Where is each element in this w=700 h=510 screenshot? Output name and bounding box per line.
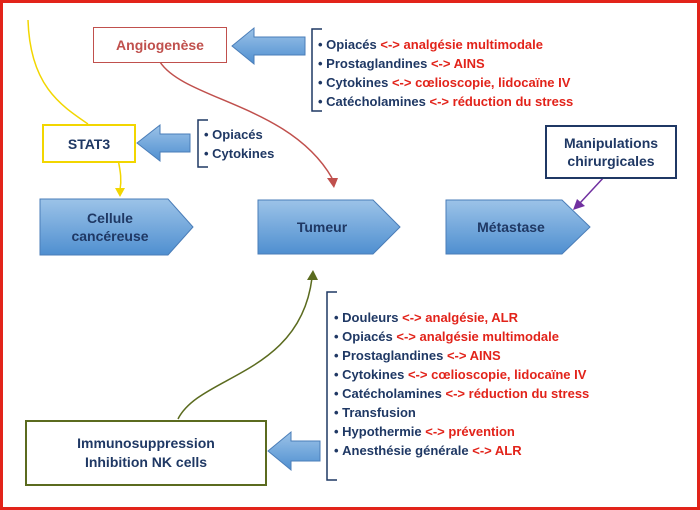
list-item: Catécholamines <-> réduction du stress xyxy=(318,92,573,111)
immuno-to-tumeur-line xyxy=(177,277,313,420)
stat3-box: STAT3 xyxy=(42,124,136,163)
immunosuppression-box: Immunosuppression Inhibition NK cells xyxy=(25,420,267,486)
brace-stat3 xyxy=(197,119,208,168)
cellule-label-line1: Cellule xyxy=(87,210,133,226)
list-item: Cytokines xyxy=(204,144,274,163)
angiogenese-factor-list: Opiacés <-> analgésie multimodale Prosta… xyxy=(318,35,573,111)
list-item: Prostaglandines <-> AINS xyxy=(334,346,589,365)
list-item: Opiacés <-> analgésie multimodale xyxy=(318,35,573,54)
brace-immunosuppression xyxy=(326,291,337,481)
list-item: Transfusion xyxy=(334,403,589,422)
stat3-label: STAT3 xyxy=(67,135,111,152)
list-item: Cytokines <-> cœlioscopie, lidocaïne IV xyxy=(334,365,589,384)
manip-to-metastase-arrowhead xyxy=(573,199,585,210)
immunosuppression-label-line2: Inhibition NK cells xyxy=(84,454,208,470)
manipulations-label-line2: chirurgicales xyxy=(567,153,655,169)
immunosuppression-label-line1: Immunosuppression xyxy=(77,435,215,451)
angiogenese-box: Angiogenèse xyxy=(93,27,227,63)
list-item: Anesthésie générale <-> ALR xyxy=(334,441,589,460)
yellow-connector xyxy=(27,19,89,125)
manipulations-label-line1: Manipulations xyxy=(563,135,659,151)
manip-to-metastase-line xyxy=(579,175,606,204)
stage-metastase-label: Métastase xyxy=(477,219,545,235)
stat3-factor-list: Opiacés Cytokines xyxy=(204,125,274,163)
list-item: Cytokines <-> cœlioscopie, lidocaïne IV xyxy=(318,73,573,92)
stage-cellule-label: Cellule cancéreuse xyxy=(40,199,180,255)
list-item: Hypothermie <-> prévention xyxy=(334,422,589,441)
stage-tumeur-shape xyxy=(257,199,401,255)
angiogenese-label: Angiogenèse xyxy=(116,37,204,53)
angiogenese-to-tumeur-arrowhead xyxy=(327,178,338,188)
stage-metastase-shape xyxy=(445,199,591,255)
list-item: Prostaglandines <-> AINS xyxy=(318,54,573,73)
list-item: Douleurs <-> analgésie, ALR xyxy=(334,308,589,327)
cellule-label-line2: cancéreuse xyxy=(71,228,149,244)
stage-cellule-shape xyxy=(39,198,194,256)
list-item: Opiacés <-> analgésie multimodale xyxy=(334,327,589,346)
angiogenese-to-tumeur-line xyxy=(159,61,333,179)
arrow-to-stat3 xyxy=(136,123,191,163)
stat3-to-cellule-arrowhead xyxy=(115,188,125,197)
immunosuppression-factor-list: Douleurs <-> analgésie, ALR Opiacés <-> … xyxy=(334,308,589,460)
arrow-to-immunosuppression xyxy=(267,430,321,472)
arrow-to-angiogenese xyxy=(231,26,306,66)
stat3-to-cellule-line xyxy=(117,158,122,191)
manipulations-box: Manipulations chirurgicales xyxy=(545,125,677,179)
immuno-to-tumeur-arrowhead xyxy=(307,270,318,280)
list-item: Catécholamines <-> réduction du stress xyxy=(334,384,589,403)
brace-angiogenese xyxy=(311,28,322,112)
list-item: Opiacés xyxy=(204,125,274,144)
stage-tumeur-label: Tumeur xyxy=(296,219,348,235)
